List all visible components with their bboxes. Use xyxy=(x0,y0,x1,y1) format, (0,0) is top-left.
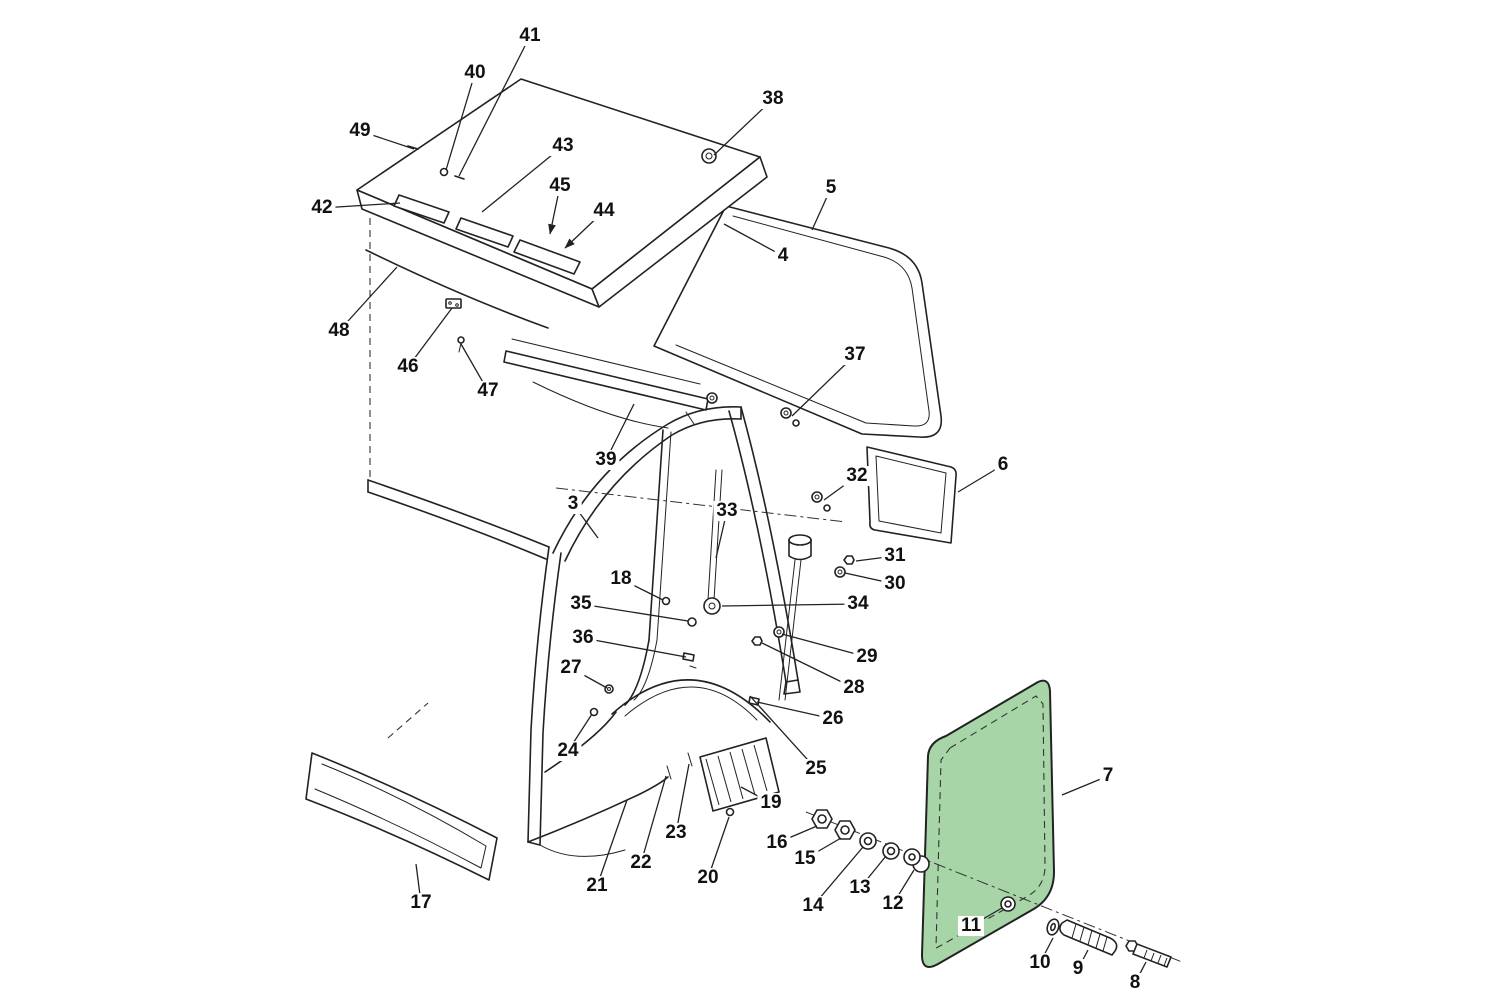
pivot-hardware xyxy=(811,809,1172,968)
leader-line-25 xyxy=(749,695,817,770)
roof-grommet xyxy=(701,148,717,164)
leader-line-10 xyxy=(1039,937,1054,964)
windshield-glass xyxy=(305,752,498,881)
pin-23 xyxy=(687,752,693,767)
leader-line-4 xyxy=(723,223,784,257)
leader-line-43 xyxy=(481,145,564,213)
screw-20 xyxy=(725,807,735,817)
small-hardware xyxy=(445,298,855,817)
leader-line-23 xyxy=(675,763,690,834)
bolt-35 xyxy=(687,617,697,627)
plug-29 xyxy=(773,626,785,638)
rear-window-glass xyxy=(653,205,943,438)
screw-18 xyxy=(661,596,671,606)
nut-31 xyxy=(843,555,855,565)
door-frame-grommet xyxy=(703,597,721,615)
leader-line-40 xyxy=(445,72,476,171)
leader-line-30 xyxy=(844,572,896,585)
leader-line-20 xyxy=(707,816,730,879)
leader-line-24 xyxy=(567,713,593,752)
leader-line-16 xyxy=(776,825,818,844)
leader-line-48 xyxy=(338,266,398,332)
leader-line-15 xyxy=(804,837,842,860)
cab-rear-edge xyxy=(365,249,549,329)
quarter-window-glass xyxy=(866,446,957,544)
leader-line-13 xyxy=(859,855,887,889)
nut-28 xyxy=(751,636,763,646)
pivot-axis-line xyxy=(805,811,1183,963)
leader-line-7 xyxy=(1061,775,1109,796)
leader-line-38 xyxy=(713,98,774,156)
roof-vent-slot-2 xyxy=(455,217,514,248)
leader-line-32 xyxy=(823,475,858,501)
screw-24 xyxy=(589,707,599,717)
leader-line-22 xyxy=(640,775,667,864)
leader-line-27 xyxy=(570,667,608,689)
roof-screw xyxy=(439,167,449,177)
leader-line-17 xyxy=(415,863,422,904)
cab-frame xyxy=(367,406,812,857)
leader-line-47 xyxy=(460,343,489,392)
leader-line-29 xyxy=(781,633,868,658)
roof-clip xyxy=(407,145,419,150)
leader-line-8 xyxy=(1134,961,1147,984)
step-tread xyxy=(699,737,780,812)
leader-line-41 xyxy=(458,35,531,177)
leader-line-36 xyxy=(582,637,687,658)
leader-line-9 xyxy=(1077,949,1089,970)
leader-line-34 xyxy=(721,603,859,607)
leader-line-28 xyxy=(761,642,855,689)
leader-line-18 xyxy=(620,578,664,601)
screw-47 xyxy=(457,336,465,344)
clip-46 xyxy=(445,298,462,309)
leader-line-31 xyxy=(855,555,896,562)
leader-line-46 xyxy=(407,307,453,368)
leader-line-12 xyxy=(892,869,915,905)
pin-22 xyxy=(666,765,672,780)
roof-panel xyxy=(356,78,768,308)
leader-line-6 xyxy=(957,464,1004,493)
washer-30 xyxy=(834,566,846,578)
knob-9 xyxy=(1059,919,1118,956)
door-glass-7 xyxy=(921,679,1055,968)
latch-pillar-cap xyxy=(788,534,812,546)
roof-vent-slot-1 xyxy=(393,194,450,224)
leader-line-3 xyxy=(572,503,599,539)
leader-line-35 xyxy=(580,603,689,622)
roof-vent-slot-3 xyxy=(513,239,581,275)
leader-line-21 xyxy=(596,799,628,887)
grommet-37 xyxy=(780,407,792,419)
leader-line-49 xyxy=(359,130,415,150)
leader-line-5 xyxy=(811,187,832,231)
door-glass-highlighted xyxy=(921,679,1055,968)
construction-lines xyxy=(369,218,847,739)
windshield-header-rail xyxy=(503,338,709,429)
nut-27 xyxy=(604,684,614,694)
grommet-32 xyxy=(811,491,823,503)
leader-line-14 xyxy=(812,846,864,907)
leader-line-37 xyxy=(791,354,856,417)
